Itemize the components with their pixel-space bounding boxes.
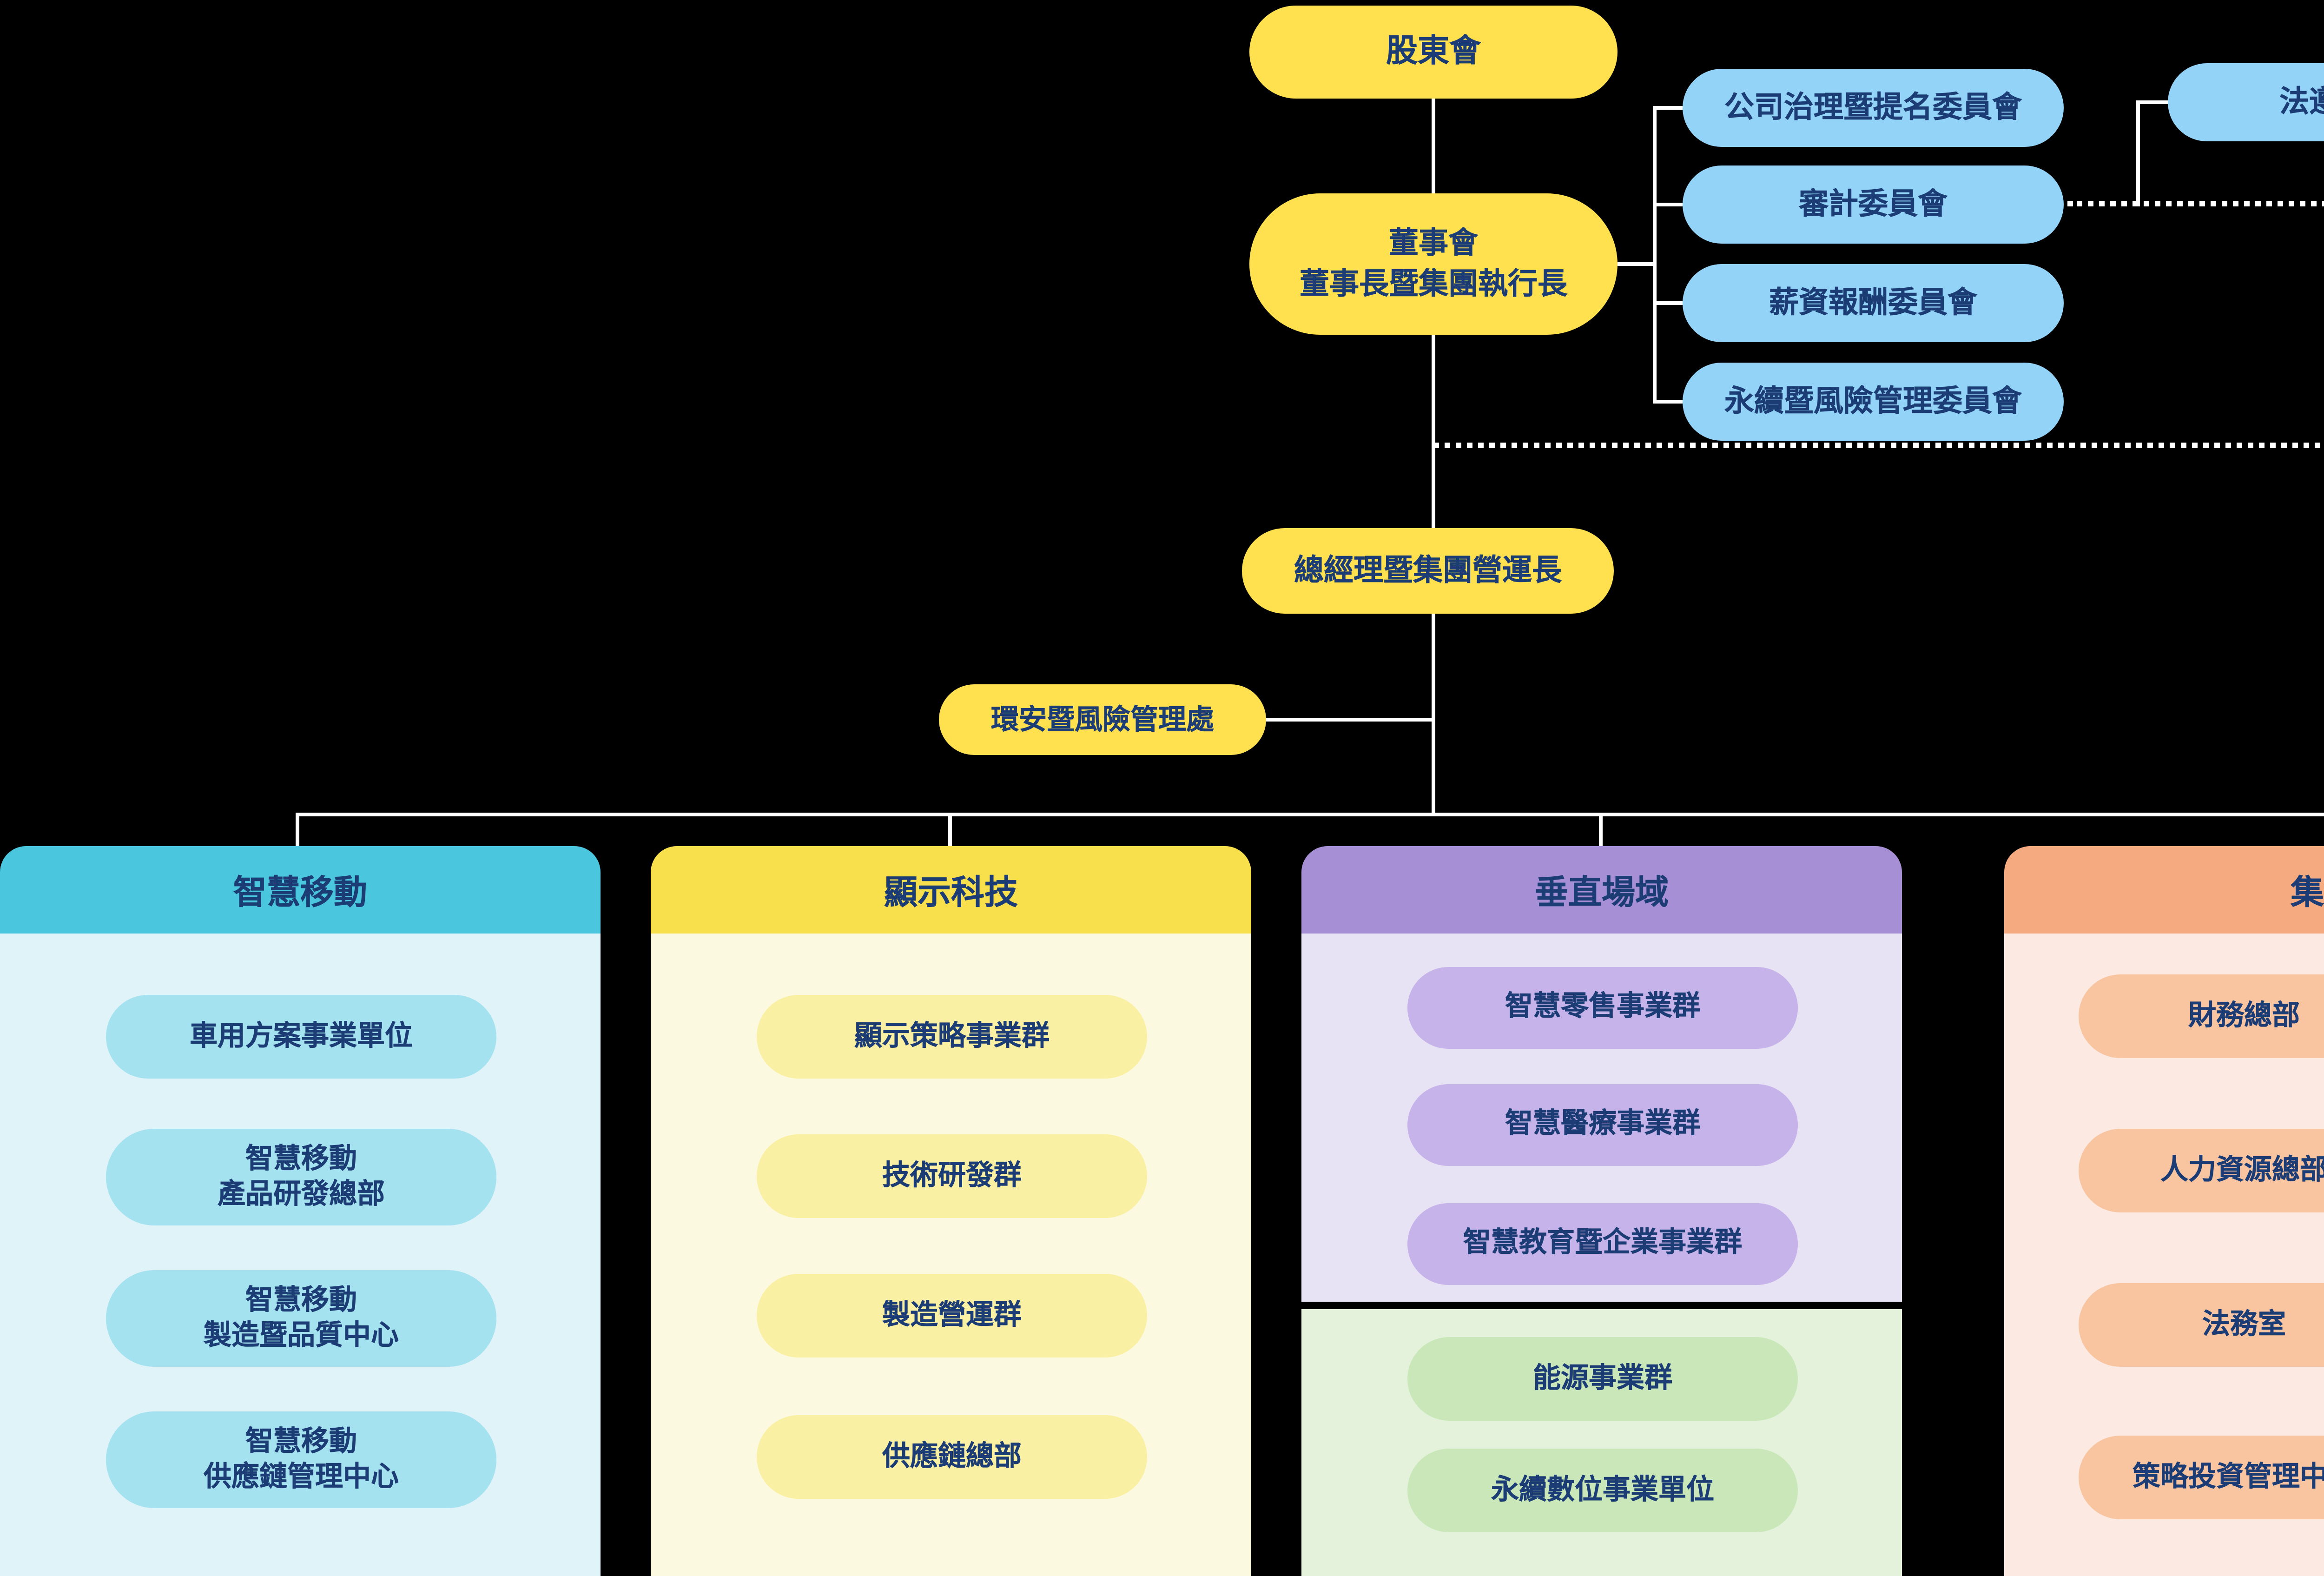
line-esh-office-stub bbox=[1266, 718, 1433, 722]
dotted-line-audit-committee-right bbox=[2067, 201, 2324, 206]
line-shareholders-board bbox=[1432, 99, 1435, 195]
board-box: 董事會 董事長暨集團執行長 bbox=[1249, 193, 1618, 335]
esh-risk-office-box: 環安暨風險管理處 bbox=[939, 684, 1266, 755]
line-committee-stub-2 bbox=[1653, 203, 1683, 206]
line-committee-stub-4 bbox=[1653, 400, 1683, 404]
unit-sm-mfg-quality: 智慧移動 製造暨品質中心 bbox=[106, 1270, 496, 1367]
unit-smart-retail: 智慧零售事業群 bbox=[1407, 967, 1798, 1049]
unit-smart-medical: 智慧醫療事業群 bbox=[1407, 1084, 1798, 1166]
committee-audit: 審計委員會 bbox=[1683, 166, 2064, 244]
division-card-support-units: 集團營運支援單位 財務總部 數位技術發展總部 人力資源總部 永續發展總部 法務室… bbox=[2004, 846, 2324, 1576]
unit-sustainable-digital: 永續數位事業單位 bbox=[1407, 1449, 1798, 1532]
unit-finance-hq: 財務總部 bbox=[2079, 974, 2324, 1058]
line-committee-spine bbox=[1653, 106, 1657, 404]
unit-sm-supply-chain: 智慧移動 供應鏈管理中心 bbox=[106, 1411, 496, 1508]
line-compliance-stub bbox=[2136, 100, 2170, 104]
committee-governance-nomination: 公司治理暨提名委員會 bbox=[1683, 69, 2064, 147]
committee-sustainability-risk: 永續暨風險管理委員會 bbox=[1683, 363, 2064, 441]
smart-mobility-header: 智慧移動 bbox=[0, 846, 601, 934]
line-board-president bbox=[1432, 335, 1435, 530]
division-card-display-tech: 顯示科技 顯示策略事業群 技術研發群 製造營運群 供應鏈總部 bbox=[651, 846, 1251, 1576]
unit-automotive-solutions: 車用方案事業單位 bbox=[106, 995, 496, 1079]
support-units-header: 集團營運支援單位 bbox=[2004, 846, 2324, 934]
line-audit-compliance-vertical bbox=[2136, 100, 2140, 206]
display-tech-header: 顯示科技 bbox=[651, 846, 1251, 934]
line-president-down bbox=[1432, 614, 1435, 814]
committee-compensation: 薪資報酬委員會 bbox=[1683, 264, 2064, 342]
unit-tech-rd: 技術研發群 bbox=[757, 1134, 1147, 1218]
line-division-distribution bbox=[296, 813, 2324, 816]
line-committee-stub-3 bbox=[1653, 301, 1683, 305]
line-stub-vertical-domains bbox=[1599, 813, 1603, 852]
unit-strategic-investment: 策略投資管理中心 bbox=[2079, 1436, 2324, 1519]
unit-supply-chain-hq: 供應鏈總部 bbox=[757, 1415, 1147, 1499]
unit-energy: 能源事業群 bbox=[1407, 1337, 1798, 1421]
unit-hr-hq: 人力資源總部 bbox=[2079, 1129, 2324, 1212]
line-stub-display-tech bbox=[948, 813, 952, 852]
line-stub-smart-mobility bbox=[296, 813, 299, 852]
line-board-committee-bracket bbox=[1618, 262, 1655, 266]
unit-legal-office: 法務室 bbox=[2079, 1283, 2324, 1367]
vertical-domains-header: 垂直場域 bbox=[1301, 846, 1902, 934]
unit-mfg-operations: 製造營運群 bbox=[757, 1274, 1147, 1357]
unit-smart-education-enterprise: 智慧教育暨企業事業群 bbox=[1407, 1203, 1798, 1285]
president-coo-box: 總經理暨集團營運長 bbox=[1242, 528, 1614, 614]
shareholders-box: 股東會 bbox=[1249, 6, 1618, 99]
dotted-line-compliance-horizontal bbox=[1433, 443, 2324, 448]
unit-sm-product-rd: 智慧移動 產品研發總部 bbox=[106, 1129, 496, 1225]
line-committee-stub-1 bbox=[1653, 106, 1683, 110]
unit-display-strategy: 顯示策略事業群 bbox=[757, 995, 1147, 1079]
division-card-smart-mobility: 智慧移動 車用方案事業單位 智慧移動 產品研發總部 智慧移動 製造暨品質中心 智… bbox=[0, 846, 601, 1576]
division-card-vertical-domains: 垂直場域 智慧零售事業群 智慧醫療事業群 智慧教育暨企業事業群 能源事業群 永續… bbox=[1301, 846, 1902, 1576]
chief-compliance-box: 法遵總顧問 bbox=[2168, 63, 2324, 141]
